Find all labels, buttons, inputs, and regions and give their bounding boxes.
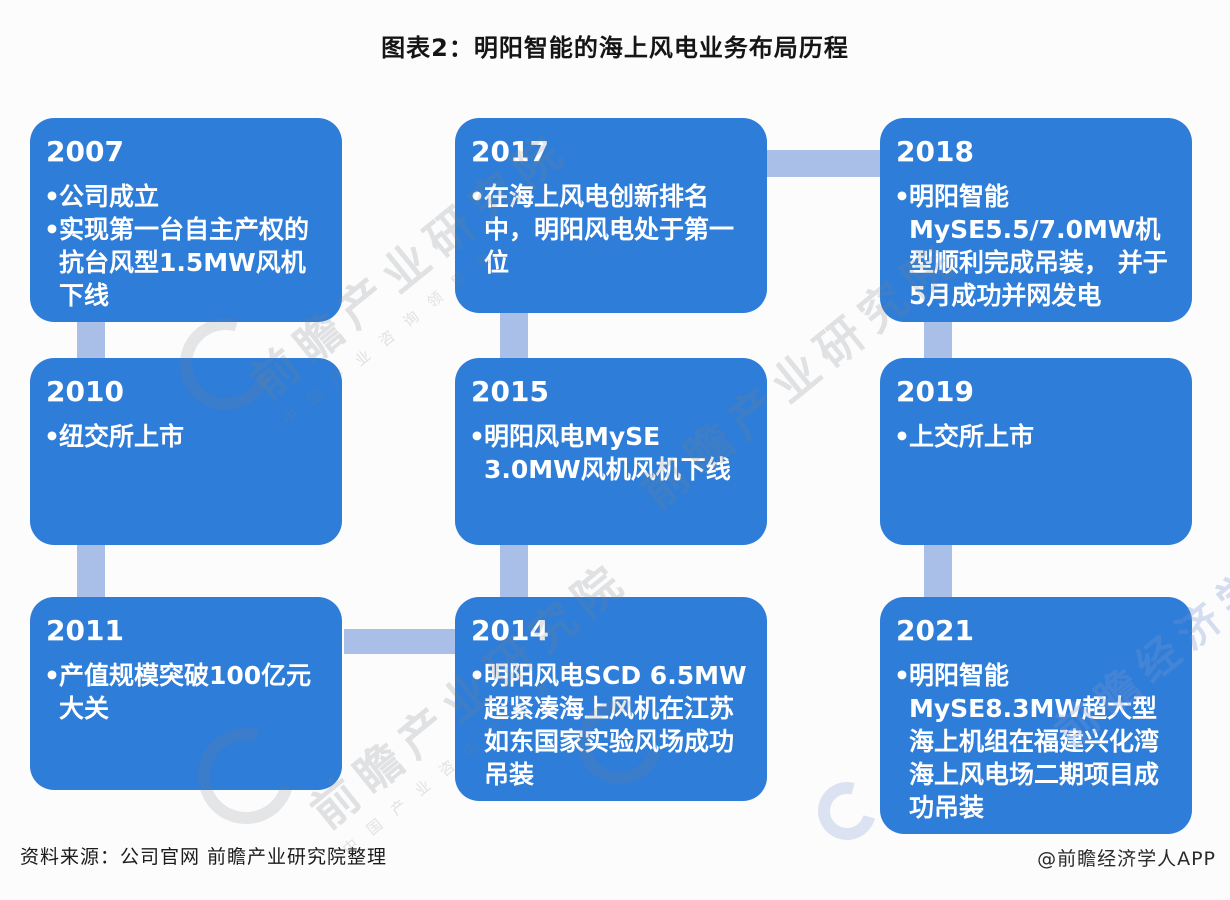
bullet-text: 明阳风电SCD 6.5MW 超紧凑海上风机在江苏如东国家实验风场成功吊装 [484,661,747,790]
connector-2011-2014 [344,629,456,654]
bullet-text: 产值规模突破100亿元大关 [59,661,312,724]
timeline-box-2018: 2018 • 明阳智能MySE5.5/7.0MW机型顺利完成吊装， 并于5月成功… [880,118,1192,323]
connector-2019-2021 [924,543,952,598]
bullet-icon: • [44,422,60,452]
year-label: 2021 [896,614,974,647]
year-label: 2019 [896,375,974,408]
year-label: 2018 [896,135,974,168]
timeline-box-2010: 2010 • 纽交所上市 [30,358,342,545]
timeline-bullet: • 实现第一台自主产权的抗台风型1.5MW风机下线 [44,213,328,312]
timeline-box-2007: 2007 • 公司成立 • 实现第一台自主产权的抗台风型1.5MW风机下线 [30,118,342,323]
bullet-icon: • [894,661,910,691]
timeline-bullet: • 产值规模突破100亿元大关 [44,659,328,725]
bullet-icon: • [44,215,60,245]
bullet-text: 实现第一台自主产权的抗台风型1.5MW风机下线 [59,215,310,311]
bullet-icon: • [894,182,910,212]
timeline-bullet: • 公司成立 [44,180,328,213]
year-label: 2007 [46,135,124,168]
bullet-icon: • [469,661,485,691]
year-label: 2015 [471,375,549,408]
timeline-bullet: • 明阳智能MySE8.3MW超大型海上机组在福建兴化湾海上风电场二期项目成功吊… [894,659,1178,824]
bullet-text: 在海上风电创新排名中，明阳风电处于第一位 [484,182,735,278]
year-label: 2014 [471,614,549,647]
year-label: 2011 [46,614,124,647]
bullet-text: 明阳智能MySE8.3MW超大型海上机组在福建兴化湾海上风电场二期项目成功吊装 [909,661,1160,823]
timeline-bullet: • 上交所上市 [894,420,1178,453]
timeline-box-2014: 2014 • 明阳风电SCD 6.5MW 超紧凑海上风机在江苏如东国家实验风场成… [455,597,767,802]
connector-2017-2015 [500,311,528,359]
bullet-text: 上交所上市 [909,422,1035,452]
bullet-text: 纽交所上市 [59,422,185,452]
timeline-box-2011: 2011 • 产值规模突破100亿元大关 [30,597,342,790]
bullet-icon: • [894,422,910,452]
bullet-icon: • [44,182,60,212]
timeline-box-2017: 2017 • 在海上风电创新排名中，明阳风电处于第一位 [455,118,767,313]
timeline-bullet: • 明阳风电SCD 6.5MW 超紧凑海上风机在江苏如东国家实验风场成功吊装 [469,659,753,791]
connector-2015-2014 [500,543,528,598]
bullet-icon: • [44,661,60,691]
connector-2017-2018 [767,150,880,177]
credit-note: @前瞻经济学人APP [1037,848,1216,870]
connector-2010-2011 [77,543,105,598]
bullet-text: 明阳风电MySE 3.0MW风机风机下线 [484,422,731,485]
timeline-bullet: • 明阳风电MySE 3.0MW风机风机下线 [469,420,753,486]
timeline-bullet: • 在海上风电创新排名中，明阳风电处于第一位 [469,180,753,279]
timeline-box-2015: 2015 • 明阳风电MySE 3.0MW风机风机下线 [455,358,767,545]
figure-title: 图表2：明阳智能的海上风电业务布局历程 [381,34,849,62]
timeline-box-2021: 2021 • 明阳智能MySE8.3MW超大型海上机组在福建兴化湾海上风电场二期… [880,597,1192,835]
source-note: 资料来源：公司官网 前瞻产业研究院整理 [20,846,388,868]
timeline-box-2019: 2019 • 上交所上市 [880,358,1192,545]
watermark-logo-icon [807,771,887,851]
bullet-text: 公司成立 [59,182,160,212]
timeline-bullet: • 纽交所上市 [44,420,328,453]
bullet-icon: • [469,182,485,212]
bullet-text: 明阳智能MySE5.5/7.0MW机型顺利完成吊装， 并于5月成功并网发电 [909,182,1168,311]
year-label: 2017 [471,135,549,168]
year-label: 2010 [46,375,124,408]
timeline-bullet: • 明阳智能MySE5.5/7.0MW机型顺利完成吊装， 并于5月成功并网发电 [894,180,1178,312]
bullet-icon: • [469,422,485,452]
